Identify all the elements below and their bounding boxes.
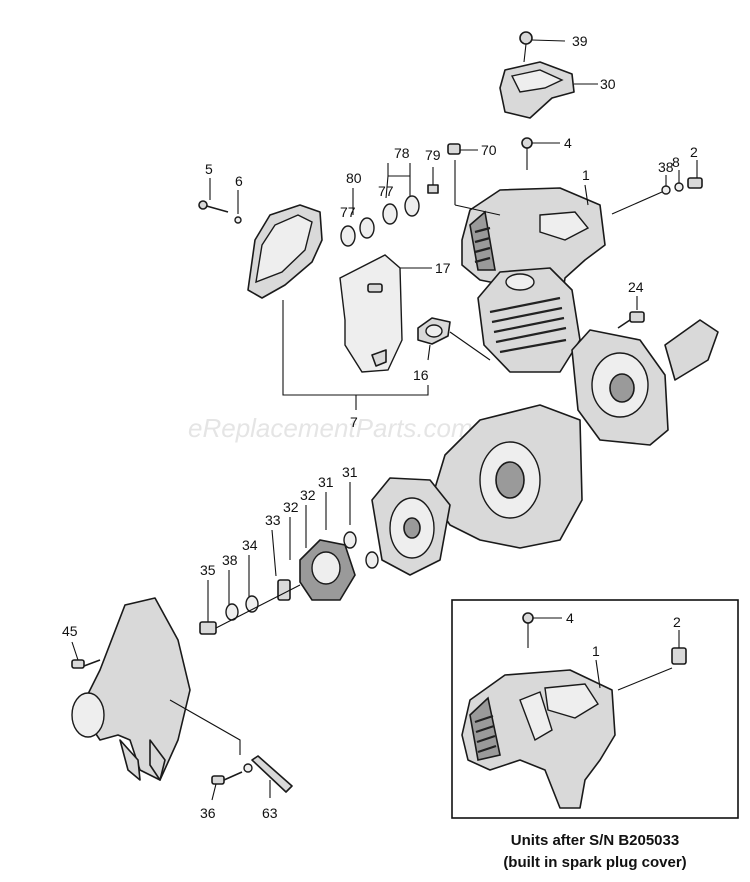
leader-33 <box>271 529 277 577</box>
part-45-bolt <box>71 641 101 669</box>
engine-cylinder <box>477 267 581 373</box>
inset-callout-4: 4 <box>566 610 574 626</box>
callout-2: 2 <box>690 144 698 160</box>
recoil-starter <box>571 319 719 446</box>
leader-housing <box>169 699 241 755</box>
callout-5: 5 <box>205 161 213 177</box>
inset-part-4-screw <box>522 612 562 648</box>
callout-63: 63 <box>262 805 278 821</box>
callout-34: 34 <box>242 537 258 553</box>
callout-17: 17 <box>435 260 451 276</box>
part-24-bolt <box>617 296 645 329</box>
callout-32a: 32 <box>283 499 299 515</box>
callout-30: 30 <box>600 76 616 92</box>
part-70-nut <box>447 143 478 155</box>
callout-24: 24 <box>628 279 644 295</box>
part-36-bolt <box>211 763 253 801</box>
callout-31b: 31 <box>342 464 358 480</box>
part-79-bolt <box>427 167 439 194</box>
air-filter-cover <box>247 204 323 299</box>
callout-1: 1 <box>582 167 590 183</box>
part-1-top-cover <box>454 160 606 321</box>
callout-6: 6 <box>235 173 243 189</box>
callout-38: 38 <box>658 159 674 175</box>
part-38-washer <box>661 175 671 195</box>
part-39-screw <box>519 31 566 63</box>
callout-4: 4 <box>564 135 572 151</box>
callout-7: 7 <box>350 414 358 430</box>
clutch-shoes <box>299 539 356 601</box>
leader-78 <box>385 163 411 199</box>
part-8-washer <box>674 170 684 192</box>
callout-38b: 38 <box>222 552 238 568</box>
callout-32b: 32 <box>300 487 316 503</box>
clutch-spring <box>277 579 291 601</box>
inset-callout-1: 1 <box>592 643 600 659</box>
part-16-insulator <box>417 317 491 361</box>
callout-45: 45 <box>62 623 78 639</box>
part-30-plug-cap <box>499 61 598 119</box>
crankcase <box>431 404 583 549</box>
callout-31a: 31 <box>318 474 334 490</box>
clutch-bolt-stack <box>199 584 301 635</box>
callout-77a: 77 <box>340 204 356 220</box>
callout-8: 8 <box>672 154 680 170</box>
clutch-washers <box>343 531 379 569</box>
part-63-shaft <box>251 755 293 798</box>
callout-16: 16 <box>413 367 429 383</box>
inset-caption-line2: (built in spark plug cover) <box>503 854 687 871</box>
watermark: eReplacementParts.com <box>188 413 473 443</box>
inset-caption-line1: Units after S/N B205033 <box>510 832 680 849</box>
callout-77b: 77 <box>378 183 394 199</box>
clutch-housing <box>71 597 191 781</box>
callout-79: 79 <box>425 147 441 163</box>
part-17-gasket-plate <box>339 254 432 373</box>
inset-part-1-cover <box>461 659 616 809</box>
inset-part-2-bolt <box>617 630 687 691</box>
callout-78: 78 <box>394 145 410 161</box>
callout-39: 39 <box>572 33 588 49</box>
flywheel <box>371 477 451 576</box>
callout-33: 33 <box>265 512 281 528</box>
callout-70: 70 <box>481 142 497 158</box>
callout-35: 35 <box>200 562 216 578</box>
callout-36: 36 <box>200 805 216 821</box>
filter-clips <box>340 195 420 247</box>
callout-80: 80 <box>346 170 362 186</box>
inset-callout-2: 2 <box>673 614 681 630</box>
part-4-screw <box>521 137 560 170</box>
part-5-bolt <box>198 178 229 213</box>
part-2-bolt <box>611 160 703 215</box>
part-6-washer <box>234 190 242 224</box>
